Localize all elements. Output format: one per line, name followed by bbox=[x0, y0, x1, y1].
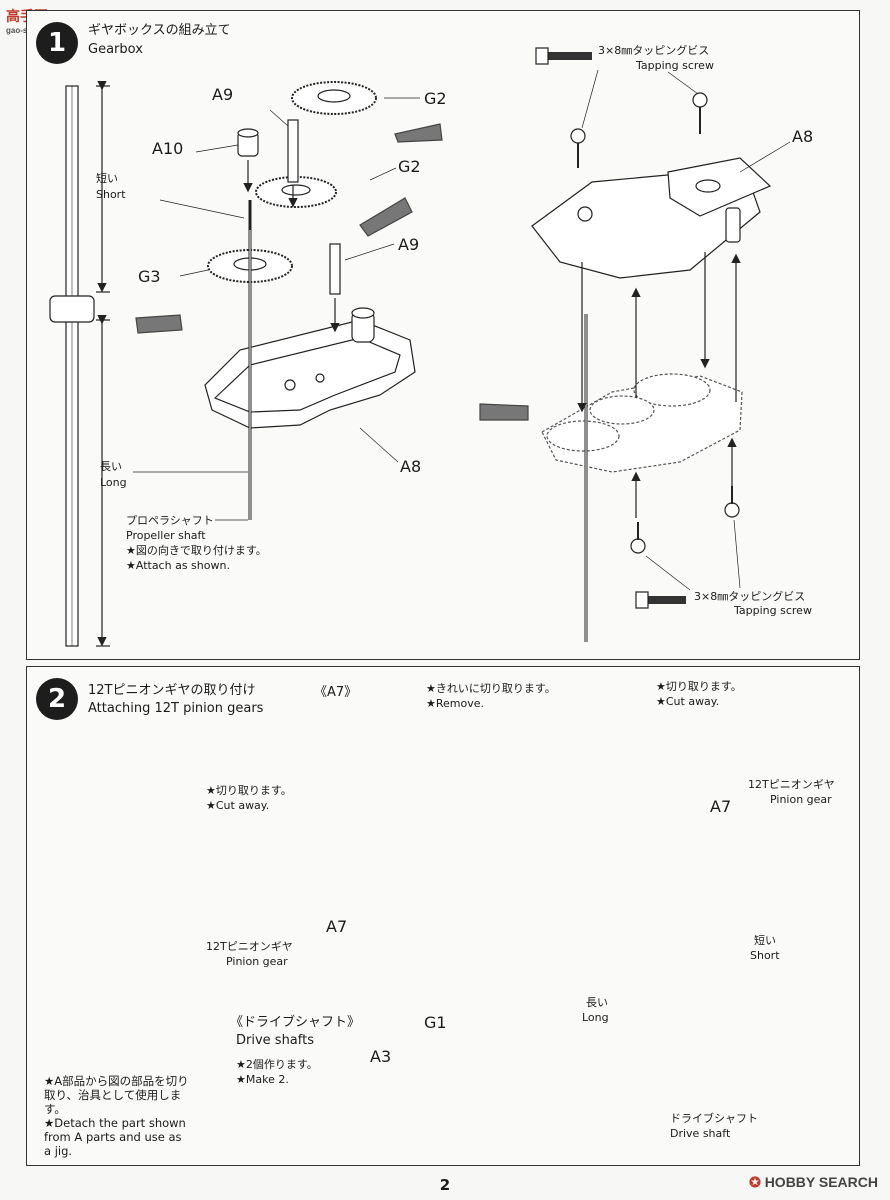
step2-panel bbox=[26, 666, 860, 1166]
hobby-search-logo-icon: ✪ bbox=[749, 1174, 765, 1190]
part-label-a7-right: A7 bbox=[710, 797, 732, 816]
short-label-jp: 短い bbox=[96, 172, 118, 185]
clean-cut-jp: ★きれいに切り取ります。 bbox=[426, 682, 556, 695]
cut-away-left-en: ★Cut away. bbox=[206, 799, 270, 812]
gearbox-left-drawing bbox=[133, 81, 443, 521]
drive-long-jp: 長い bbox=[586, 996, 608, 1009]
part-label-a7-left: A7 bbox=[326, 917, 348, 936]
drive-shafts-heading-jp: 《ドライブシャフト》 bbox=[230, 1015, 361, 1030]
cut-away-right-en: ★Cut away. bbox=[656, 695, 720, 708]
step1-number: 1 bbox=[36, 22, 78, 64]
propeller-shaft-en: Propeller shaft bbox=[126, 529, 206, 542]
clean-cut-en: ★Remove. bbox=[426, 697, 484, 710]
drive-short-jp: 短い bbox=[754, 934, 776, 947]
a7-detail-label: 《A7》 bbox=[314, 685, 358, 700]
pinion-right-jp: 12Tピニオンギヤ bbox=[748, 778, 835, 791]
propeller-shaft-full-drawing bbox=[49, 80, 110, 647]
jig-note-en: ★Detach the part shown from A parts and … bbox=[44, 1116, 186, 1158]
part-label-a8-right: A8 bbox=[792, 127, 814, 146]
part-label-a3: A3 bbox=[370, 1047, 392, 1066]
step1-title-en: Gearbox bbox=[88, 42, 143, 57]
hobby-search-text: HOBBY SEARCH bbox=[764, 1174, 878, 1190]
long-label-jp: 長い bbox=[100, 460, 122, 473]
hobby-search-watermark: ✪ HOBBY SEARCH bbox=[749, 1174, 878, 1191]
part-label-a8-left: A8 bbox=[400, 457, 422, 476]
drive-shaft-jp: ドライブシャフト bbox=[670, 1112, 758, 1125]
pinion-left-jp: 12Tピニオンギヤ bbox=[206, 940, 293, 953]
jig-note-jp: ★A部品から図の部品を切り取り、治具として使用します。 bbox=[44, 1074, 189, 1116]
step2-number: 2 bbox=[36, 678, 78, 720]
attach-note-en: ★Attach as shown. bbox=[126, 559, 230, 572]
cut-away-left-jp: ★切り取ります。 bbox=[206, 784, 292, 797]
screw-bottom-en: Tapping screw bbox=[734, 604, 812, 617]
make-two-en: ★Make 2. bbox=[236, 1073, 289, 1086]
drive-long-en: Long bbox=[582, 1011, 609, 1024]
drive-short-en: Short bbox=[750, 949, 780, 962]
drive-shafts-heading-en: Drive shafts bbox=[236, 1033, 314, 1048]
attach-note-jp: ★図の向きで取り付けます。 bbox=[126, 544, 267, 557]
step2-title-en: Attaching 12T pinion gears bbox=[88, 701, 264, 716]
part-label-g2-mid: G2 bbox=[398, 157, 421, 176]
part-label-g2-top: G2 bbox=[424, 89, 447, 108]
step1-title-jp: ギヤボックスの組み立て bbox=[88, 23, 231, 38]
short-label-en: Short bbox=[96, 188, 126, 201]
part-label-a10: A10 bbox=[152, 139, 184, 158]
part-label-g3: G3 bbox=[138, 267, 161, 286]
part-label-a9-top: A9 bbox=[212, 85, 234, 104]
step1-panel bbox=[26, 10, 860, 660]
screw-top-jp: 3×8㎜タッピングビス bbox=[598, 44, 710, 57]
gearbox-right-drawing bbox=[479, 47, 791, 642]
propeller-shaft-jp: プロペラシャフト bbox=[126, 514, 214, 527]
drive-shaft-en: Drive shaft bbox=[670, 1127, 731, 1140]
pinion-left-en: Pinion gear bbox=[226, 955, 288, 968]
cut-away-right-jp: ★切り取ります。 bbox=[656, 680, 742, 693]
page-number: 2 bbox=[439, 1176, 451, 1194]
pinion-right-en: Pinion gear bbox=[770, 793, 832, 806]
part-label-g1: G1 bbox=[424, 1013, 447, 1032]
step2-title-jp: 12Tピニオンギヤの取り付け bbox=[88, 683, 256, 698]
screw-top-en: Tapping screw bbox=[636, 59, 714, 72]
screw-bottom-jp: 3×8㎜タッピングビス bbox=[694, 590, 806, 603]
make-two-jp: ★2個作ります。 bbox=[236, 1058, 318, 1071]
long-label-en: Long bbox=[100, 476, 127, 489]
part-label-a9-mid: A9 bbox=[398, 235, 420, 254]
